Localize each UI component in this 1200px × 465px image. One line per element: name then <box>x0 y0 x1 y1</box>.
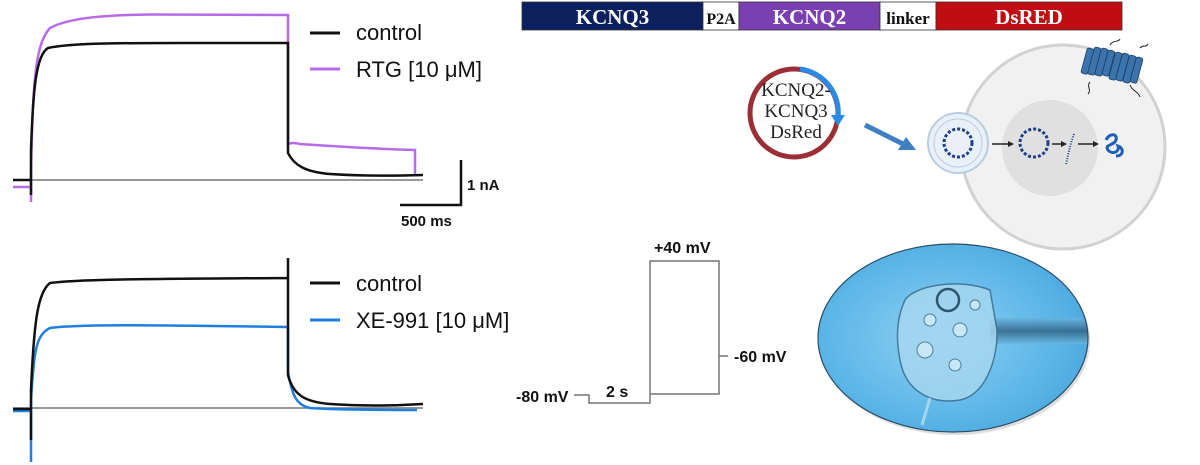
legend-xe991-label: XE-991 [10 μM] <box>356 308 509 333</box>
control-trace-bottom <box>13 258 424 440</box>
ion-channel-icon <box>1080 46 1144 84</box>
plasmid-arrow-icon <box>831 115 845 126</box>
protocol-duration-label: 2 s <box>606 384 628 401</box>
scale-current-label: 1 nA <box>467 177 500 194</box>
mrna-icon <box>1065 133 1075 166</box>
plasmid-insert-arc <box>799 66 841 119</box>
xe991-trace-panel: control XE-991 [10 μM] <box>13 258 509 462</box>
voltage-protocol: -80 mV 2 s +40 mV -60 mV <box>516 240 787 406</box>
dna-plasmid-icon <box>942 127 974 159</box>
cell-outline <box>896 283 998 402</box>
construct-label-kcnq2: KCNQ2 <box>773 5 847 29</box>
protocol-holding-label: -80 mV <box>516 389 569 406</box>
vesicle <box>927 112 989 174</box>
plasmid-label-line3: DsRed <box>770 122 822 143</box>
plasmid-label-line1: KCNQ2- <box>761 80 831 101</box>
protocol-waveform <box>574 260 720 404</box>
construct-segment-dsred <box>935 1 1123 31</box>
cell-micrograph <box>817 243 1090 435</box>
protein-icon <box>1104 133 1124 158</box>
construct-label-kcnq3: KCNQ3 <box>576 5 650 29</box>
legend-control-label: control <box>356 20 422 45</box>
plasmid: KCNQ2- KCNQ3 DsRed <box>747 66 845 160</box>
scale-bar <box>400 160 463 207</box>
control-trace <box>13 41 424 195</box>
protocol-step-label: +40 mV <box>654 240 711 257</box>
construct-segment-linker <box>879 1 937 31</box>
construct-bar: KCNQ3 P2A KCNQ2 linker DsRED <box>521 1 1123 31</box>
construct-label-linker: linker <box>886 9 930 28</box>
cell-schematic <box>927 38 1167 251</box>
micrograph-border <box>817 243 1089 433</box>
rtg-trace-panel: control RTG [10 μM] 1 nA 500 ms <box>13 13 500 230</box>
nucleus <box>1002 100 1098 196</box>
construct-segment-kcnq2 <box>738 1 881 31</box>
nuclear-dna-icon <box>1018 127 1050 159</box>
transfection-arrowhead-icon <box>898 137 916 150</box>
construct-label-dsred: DsRED <box>995 5 1063 29</box>
construct-label-p2a: P2A <box>706 11 736 28</box>
legend-rtg-label: RTG [10 μM] <box>356 57 482 82</box>
xe991-trace <box>13 324 418 462</box>
transfection-arrow <box>863 122 907 148</box>
protocol-tail-label: -60 mV <box>734 349 787 366</box>
plasmid-label-line2: KCNQ3 <box>764 101 827 122</box>
construct-segment-p2a <box>702 1 740 31</box>
scale-time-label: 500 ms <box>401 213 452 230</box>
legend-control-label-bottom: control <box>356 271 422 296</box>
patch-pipette <box>990 318 1088 344</box>
